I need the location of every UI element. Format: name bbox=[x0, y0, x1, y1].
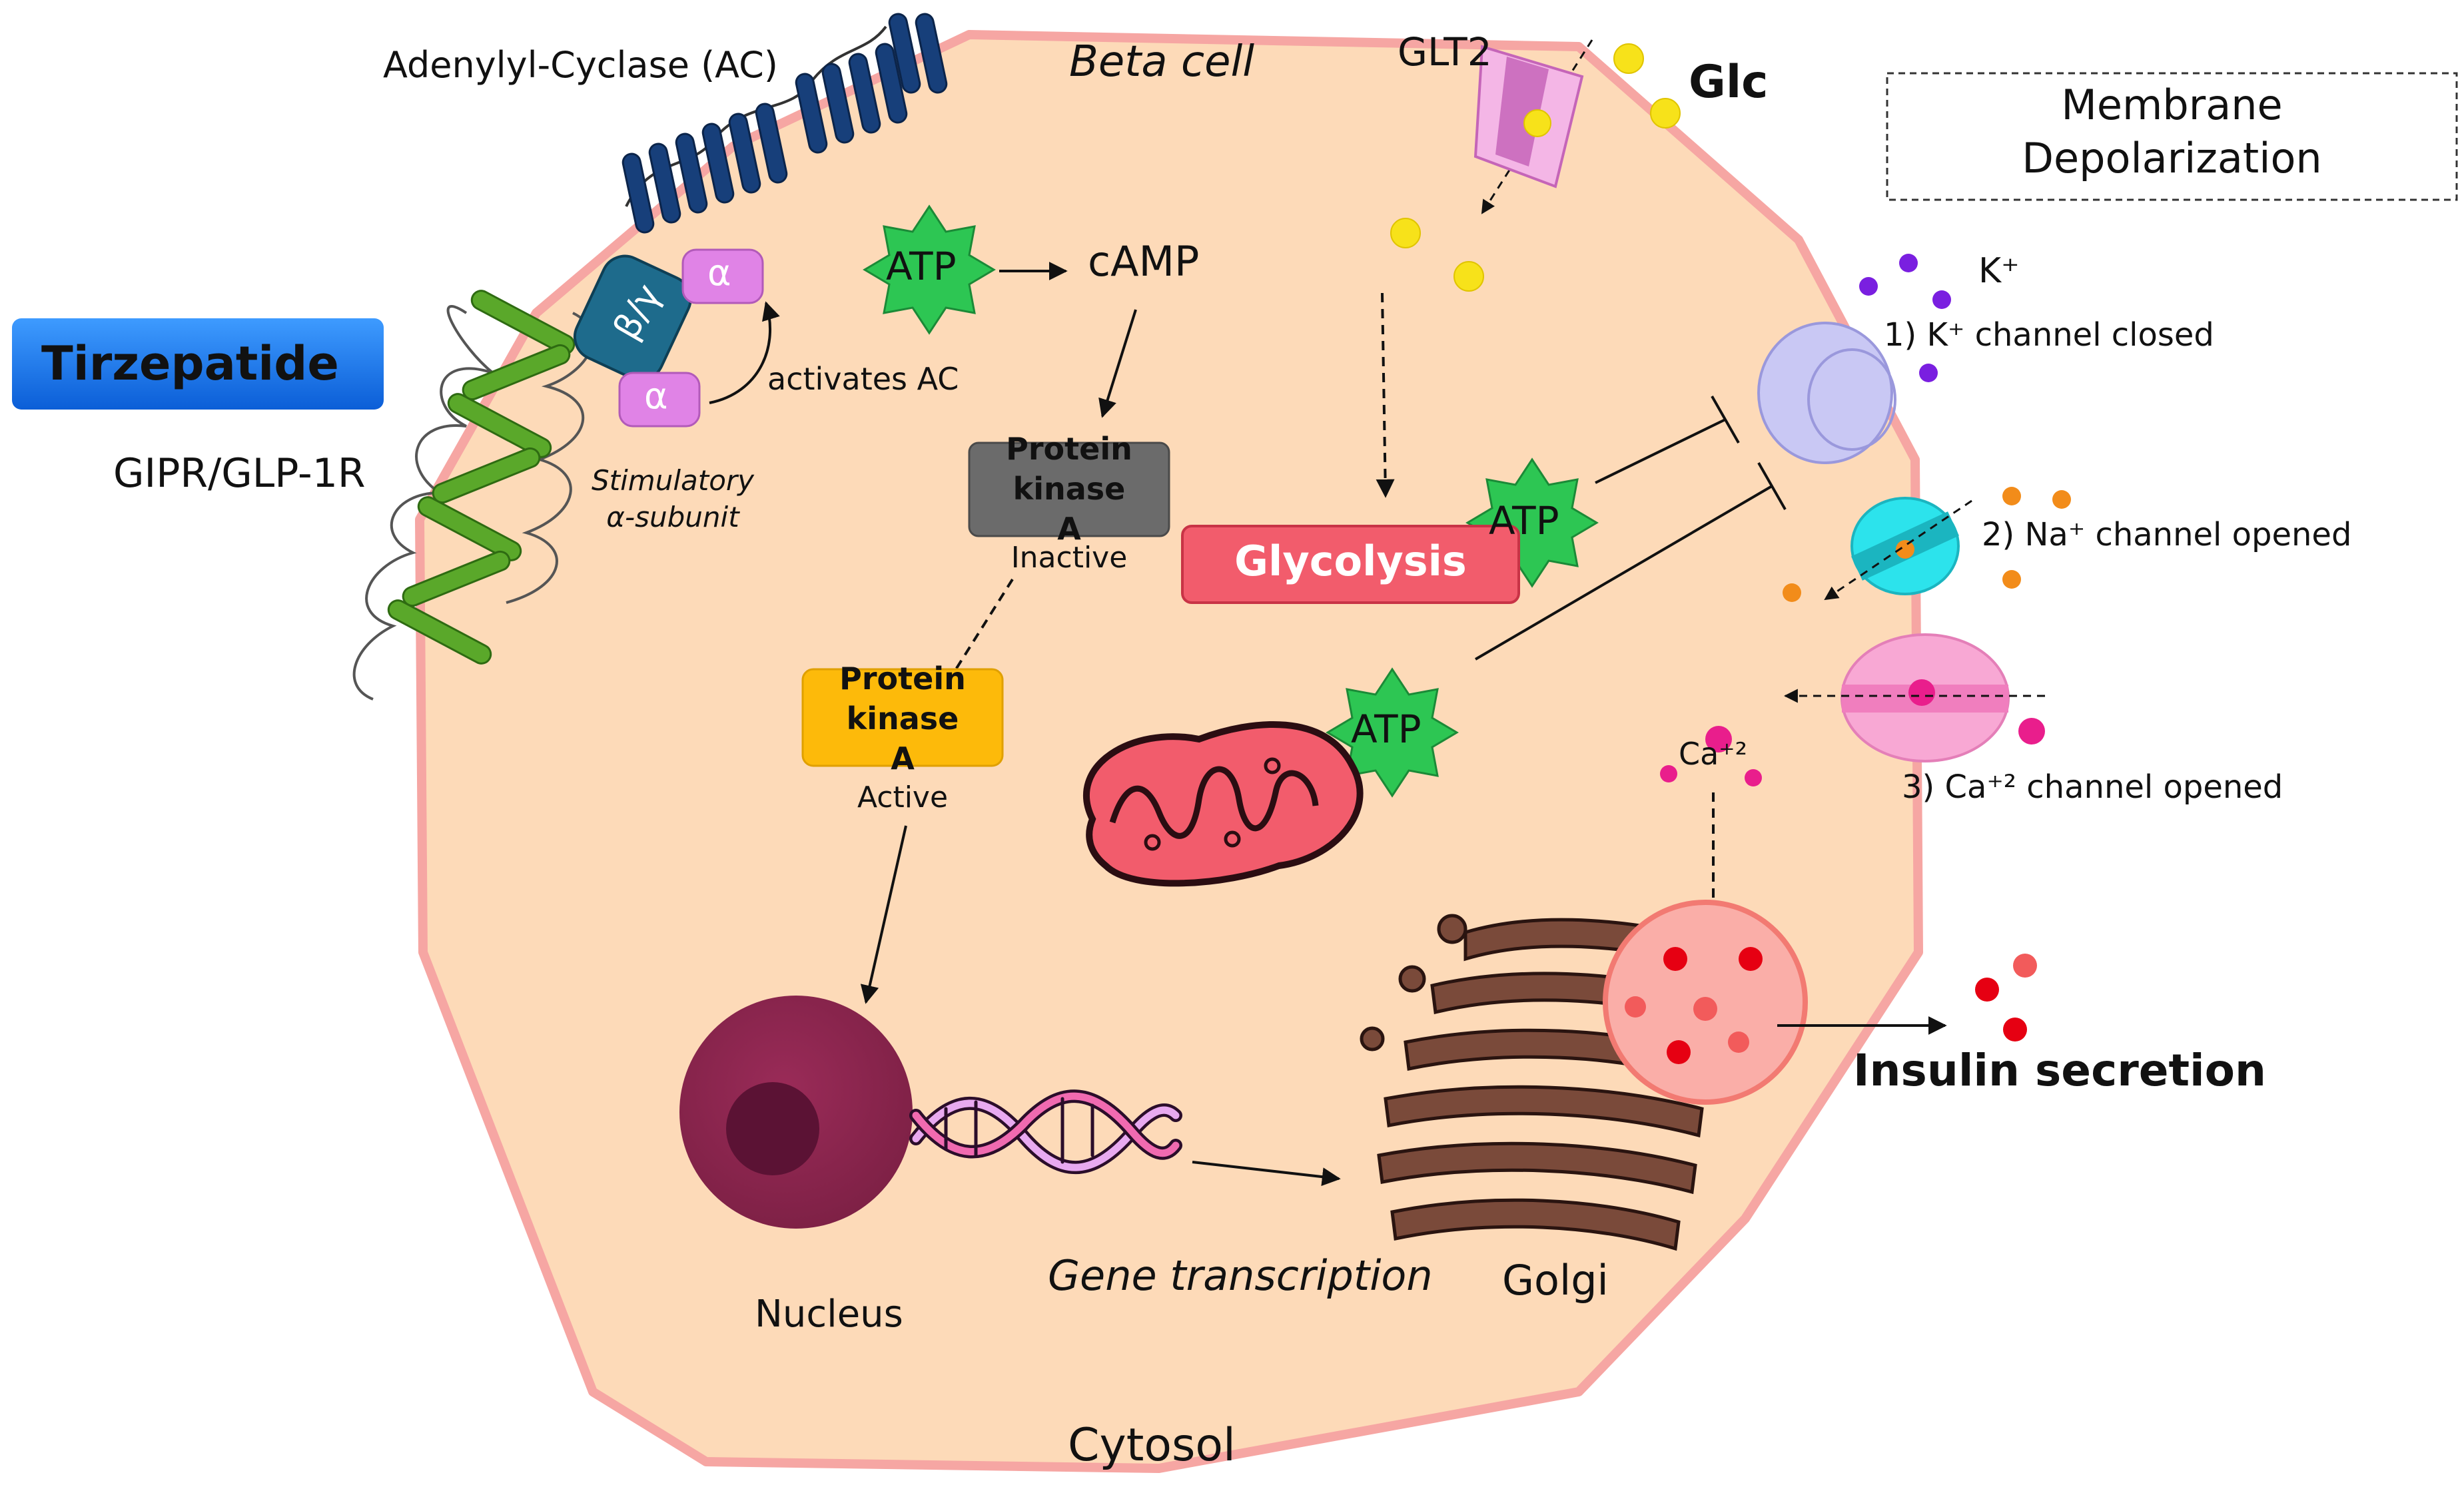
pka-inactive-status: Inactive bbox=[1011, 541, 1128, 575]
insulin-secretion-label: Insulin secretion bbox=[1853, 1045, 2267, 1096]
ca-channel bbox=[1841, 633, 2010, 762]
atp-inhibits-k-channel bbox=[1474, 396, 1787, 661]
ca-ions bbox=[1660, 718, 2045, 786]
membrane-depolarization-box bbox=[1886, 72, 2458, 201]
pka-activation-dashed bbox=[955, 578, 1014, 671]
alpha-bottom-label: α bbox=[644, 375, 668, 417]
na-ions bbox=[1783, 487, 2071, 602]
pka-active-line3: A bbox=[891, 741, 915, 776]
ca-channel-label: 3) Ca⁺² channel opened bbox=[1902, 768, 2283, 806]
golgi-label: Golgi bbox=[1502, 1256, 1609, 1305]
alpha-top-label: α bbox=[707, 252, 731, 294]
adenylyl-cyclase bbox=[621, 13, 948, 234]
transcription-to-golgi-arrow bbox=[1192, 1161, 1341, 1187]
gipr-glp1r-receptor bbox=[352, 290, 594, 701]
activation-arrow bbox=[709, 301, 780, 404]
secreted-insulin bbox=[1975, 954, 2037, 1041]
stimulatory-label-line2: α-subunit bbox=[606, 501, 739, 533]
adenylyl-cyclase-label: Adenylyl-Cyclase (AC) bbox=[383, 44, 778, 86]
nucleolus bbox=[726, 1082, 819, 1175]
glycolysis-label: Glycolysis bbox=[1234, 537, 1467, 585]
k-ions bbox=[1859, 254, 1951, 382]
insulin-vesicle bbox=[1603, 900, 1808, 1105]
tirzepatide-box bbox=[12, 318, 384, 410]
atp-label-glycolysis: ATP bbox=[1489, 498, 1559, 543]
nucleus bbox=[679, 996, 913, 1229]
pka-active-line1: Protein bbox=[839, 661, 966, 697]
nucleus-label: Nucleus bbox=[755, 1293, 903, 1336]
atp-label-mitochondria: ATP bbox=[1351, 707, 1422, 752]
activates-ac-label: activates AC bbox=[767, 361, 959, 397]
na-channel-label: 2) Na⁺ channel opened bbox=[1982, 516, 2352, 553]
k-channel bbox=[1757, 322, 1896, 464]
atp-star-mitochondria bbox=[1326, 667, 1459, 798]
camp-to-pka-arrow bbox=[1098, 309, 1137, 418]
pka-active-box bbox=[801, 668, 1004, 767]
glucose-molecules bbox=[1390, 43, 1681, 292]
stimulatory-label-line1: Stimulatory bbox=[591, 464, 755, 497]
k-ion-label: K⁺ bbox=[1978, 251, 2020, 291]
beta-gamma-subunit bbox=[573, 254, 692, 382]
mitochondria bbox=[1083, 721, 1364, 887]
glc-label: Glc bbox=[1689, 56, 1769, 109]
pka-inactive-line3: A bbox=[1057, 511, 1081, 547]
atp-star-camp bbox=[863, 204, 996, 335]
pka-inactive-line1: Protein bbox=[1006, 431, 1132, 467]
ca-ion-label: Ca⁺² bbox=[1679, 736, 1748, 772]
alpha-subunit-top bbox=[681, 248, 764, 304]
alpha-subunit-bottom bbox=[618, 372, 701, 428]
atp-label-camp: ATP bbox=[886, 244, 957, 289]
na-channel bbox=[1850, 497, 1960, 595]
glucose-to-glycolysis-arrow bbox=[1376, 292, 1395, 498]
k-channel-label: 1) K⁺ channel closed bbox=[1884, 316, 2214, 354]
dna-helix bbox=[909, 1089, 1182, 1175]
tirzepatide-label: Tirzepatide bbox=[41, 336, 339, 391]
membrane-depolarization-line2: Depolarization bbox=[2022, 134, 2322, 182]
cytosol-label: Cytosol bbox=[1068, 1419, 1236, 1472]
gene-transcription-label: Gene transcription bbox=[1048, 1251, 1433, 1300]
na-influx-arrow bbox=[1824, 499, 1972, 601]
pka-to-nucleus-arrow bbox=[860, 825, 907, 1004]
pka-active-line2: kinase bbox=[846, 701, 959, 737]
camp-label: cAMP bbox=[1088, 237, 1200, 286]
beta-cell-title: Beta cell bbox=[1069, 37, 1255, 87]
g-protein bbox=[573, 248, 780, 428]
pka-active-status: Active bbox=[857, 780, 949, 814]
glt2-label: GLT2 bbox=[1398, 29, 1492, 75]
glycolysis-box bbox=[1181, 525, 1520, 604]
receptor-label: GIPR/GLP-1R bbox=[113, 450, 366, 497]
pka-inactive-box bbox=[968, 442, 1170, 537]
membrane-depolarization-line1: Membrane bbox=[2061, 81, 2283, 129]
pka-inactive-line2: kinase bbox=[1013, 471, 1126, 507]
